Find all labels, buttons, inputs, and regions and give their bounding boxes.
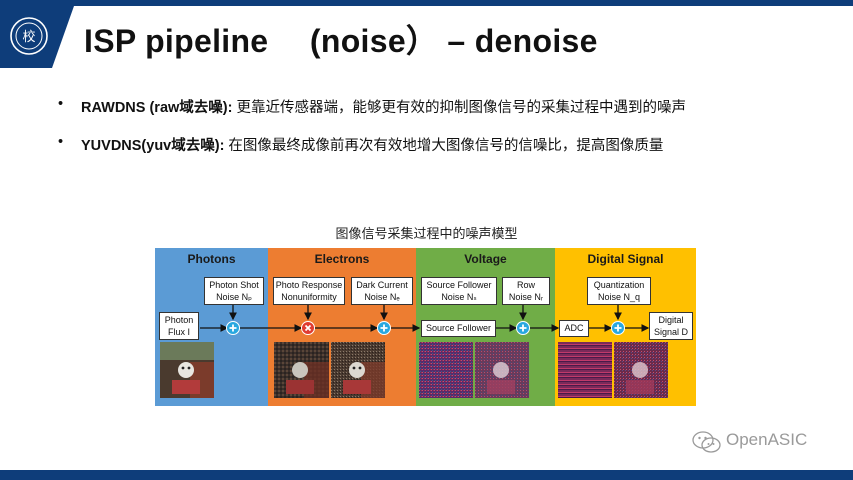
- photo-thumbnail-clean: [160, 342, 214, 398]
- signal-flow-arrows: [200, 303, 650, 335]
- section-label: Photons: [187, 252, 236, 266]
- bullet-marker: •: [58, 96, 64, 112]
- section-label: Voltage: [464, 252, 507, 266]
- section-label: Electrons: [314, 252, 370, 266]
- page-title: ISP pipeline (noise） – denoise: [84, 23, 598, 59]
- watermark-text: OpenASIC: [726, 430, 808, 449]
- title-band: 校 ISP pipeline (noise） – denoise: [0, 6, 853, 68]
- university-logo: 校: [10, 17, 48, 55]
- watermark: OpenASIC: [692, 430, 832, 454]
- source-follower-box: Source Follower: [421, 320, 496, 337]
- photo-thumbnail-adc: [558, 342, 612, 398]
- bullet-list: • RAWDNS (raw域去噪): 更靠近传感器端，能够更有效的抑制图像信号的…: [58, 96, 838, 172]
- bullet-yuvdns: • YUVDNS(yuv域去噪): 在图像最终成像前再次有效地增大图像信号的信噪…: [58, 134, 838, 158]
- photo-thumbnail-row-noise: [475, 342, 529, 398]
- section-label: Digital Signal: [587, 252, 664, 266]
- bullet-text: 更靠近传感器端，能够更有效的抑制图像信号的采集过程中遇到的噪声: [232, 100, 686, 116]
- wechat-icon: [692, 431, 721, 453]
- photo-thumbnail-sf-noise: [419, 342, 473, 398]
- photo-thumbnail-quantization: [614, 342, 668, 398]
- adc-box: ADC: [559, 320, 589, 337]
- bullet-rawdns: • RAWDNS (raw域去噪): 更靠近传感器端，能够更有效的抑制图像信号的…: [58, 96, 838, 120]
- bullet-text: 在图像最终成像前再次有效地增大图像信号的信噪比，提高图像质量: [224, 138, 664, 154]
- photo-thumbnail-dark-current: [331, 342, 385, 398]
- logo-glyph: 校: [22, 29, 35, 45]
- top-accent-bar: [0, 0, 853, 6]
- bullet-label: YUVDNS(yuv域去噪):: [81, 138, 225, 154]
- bullet-marker: •: [58, 134, 64, 150]
- bullet-label: RAWDNS (raw域去噪):: [81, 100, 233, 116]
- noise-model-diagram: Photons Electrons Voltage Digital Signal: [155, 248, 696, 406]
- bottom-accent-bar: [0, 470, 853, 480]
- photo-thumbnail-prnu: [274, 342, 329, 398]
- figure-title: 图像信号采集过程中的噪声模型: [335, 226, 518, 241]
